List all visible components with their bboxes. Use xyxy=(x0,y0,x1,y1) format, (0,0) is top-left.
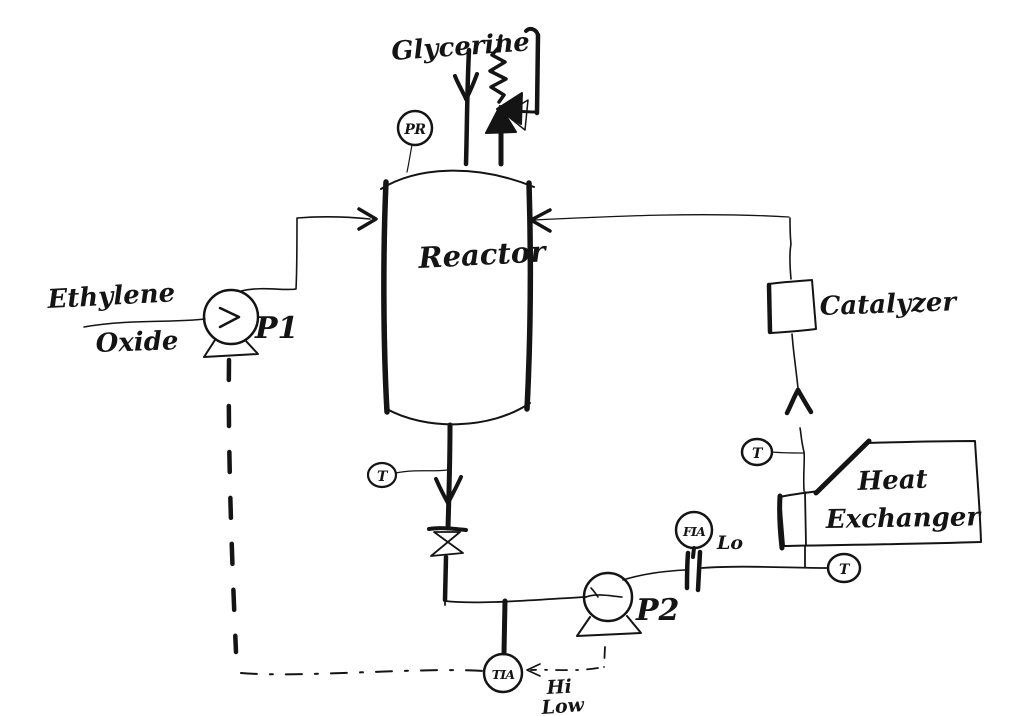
glycerine-pipe xyxy=(463,47,472,167)
heat-exchanger-diagonal xyxy=(813,438,872,496)
catalyzer-top-pipe xyxy=(789,217,792,280)
down-arrow-icon xyxy=(434,477,450,505)
ethylene-oxide-feed: Ethylene Oxide xyxy=(46,278,206,359)
heat-label: Heat xyxy=(856,465,928,497)
exchanger-label: Exchanger xyxy=(825,502,983,535)
pump-base xyxy=(576,615,642,637)
pressure-recorder: PR xyxy=(396,109,434,173)
instrument-bubble xyxy=(674,510,714,550)
instrument-bubble xyxy=(826,552,862,584)
p1-signal-line xyxy=(226,357,484,676)
dashed-signal-horizontal xyxy=(240,669,484,676)
right-arrow-icon xyxy=(357,207,378,231)
down-arrow-icon xyxy=(453,74,468,101)
heat-exchanger-left-edge xyxy=(777,493,785,551)
p2-signal-vertical xyxy=(603,646,606,668)
t-outlet-tag: T xyxy=(377,469,389,485)
instrument-bubble xyxy=(396,109,434,147)
catalyzer-left-edge xyxy=(766,282,773,335)
relief-valve-icon xyxy=(485,105,517,134)
p2-label: P2 xyxy=(635,593,679,628)
instrument-bubble xyxy=(366,461,398,489)
t-hx-shell-tag: T xyxy=(752,446,764,462)
catalyzer-box xyxy=(767,279,817,334)
reactor-label: Reactor xyxy=(417,234,549,275)
riser-pipe xyxy=(804,491,807,546)
flow-line xyxy=(701,565,828,569)
recycle-return-line xyxy=(533,214,790,221)
heat-exchanger: Heat Exchanger xyxy=(777,438,983,551)
down-arrow-icon xyxy=(464,72,479,101)
instrument-bubble xyxy=(482,652,524,694)
outlet-pipe xyxy=(445,422,453,531)
left-arrow-icon xyxy=(526,663,541,677)
pump-base xyxy=(203,339,259,358)
orifice-plate-icon xyxy=(684,550,691,591)
valve-top-bar xyxy=(427,526,468,532)
pump-p1: P1 xyxy=(202,207,378,358)
recycle-riser: T xyxy=(740,333,814,568)
catalyzer: Catalyzer xyxy=(529,208,959,335)
hi-note: Hi xyxy=(545,676,572,699)
p2-signal-horizontal xyxy=(530,667,599,672)
orifice-plate-icon xyxy=(695,549,703,593)
reactor-top-dome xyxy=(380,169,535,190)
flow-element: FIA Lo T xyxy=(622,510,862,593)
lo-note: Lo xyxy=(716,532,743,554)
left-arrow-icon xyxy=(529,208,552,233)
reactor-left-wall xyxy=(381,179,390,415)
pump-arrow-icon xyxy=(218,306,241,329)
pr-tag: PR xyxy=(403,122,425,138)
instrument-leader xyxy=(771,451,804,454)
reactor-bottom-dome xyxy=(384,402,531,426)
pump-p2: P2 xyxy=(526,571,679,677)
p2-suction-line xyxy=(444,596,587,604)
low-note: Low xyxy=(540,694,585,716)
riser-pipe xyxy=(791,333,799,389)
relief-valve-assembly xyxy=(485,26,541,167)
spring-icon xyxy=(488,44,508,104)
p2-discharge-line xyxy=(622,569,686,581)
fia-stem xyxy=(691,546,696,559)
glycerine-label: Glycerine xyxy=(390,27,530,67)
p1-label: P1 xyxy=(254,311,298,346)
ethylene-label: Ethylene xyxy=(46,278,176,315)
catalyzer-label: Catalyzer xyxy=(819,287,959,322)
instrument-leader xyxy=(406,144,413,173)
suction-line xyxy=(83,318,206,328)
fia-tag: FIA xyxy=(682,524,706,539)
p1-discharge-line xyxy=(240,216,371,292)
down-arrow-icon xyxy=(446,475,463,505)
valve-icon xyxy=(430,531,464,557)
reactor-right-wall xyxy=(524,180,534,412)
instrument-leader xyxy=(395,469,448,474)
reactor-outlet: T xyxy=(366,422,468,603)
oxide-label: Oxide xyxy=(95,326,179,359)
bottom-run: TIA Hi Low xyxy=(444,592,587,716)
dashed-signal-vertical xyxy=(226,357,239,655)
riser-pipe xyxy=(799,427,806,492)
t-hx-feed-tag: T xyxy=(839,562,851,578)
tia-stem xyxy=(501,598,508,656)
up-arrow-icon xyxy=(795,387,814,415)
vent-hook xyxy=(524,26,540,37)
pump-through-line xyxy=(585,594,623,598)
pump-icon xyxy=(582,571,634,623)
relief-valve-outline xyxy=(504,99,529,131)
vent-outlet xyxy=(504,108,538,114)
pump-icon xyxy=(202,288,260,346)
up-arrow-icon xyxy=(784,387,801,416)
pump-arrow-icon xyxy=(590,587,599,598)
tia-tag: TIA xyxy=(492,667,516,682)
vent-riser xyxy=(534,32,541,116)
reactor-vessel: Reactor xyxy=(380,169,549,426)
